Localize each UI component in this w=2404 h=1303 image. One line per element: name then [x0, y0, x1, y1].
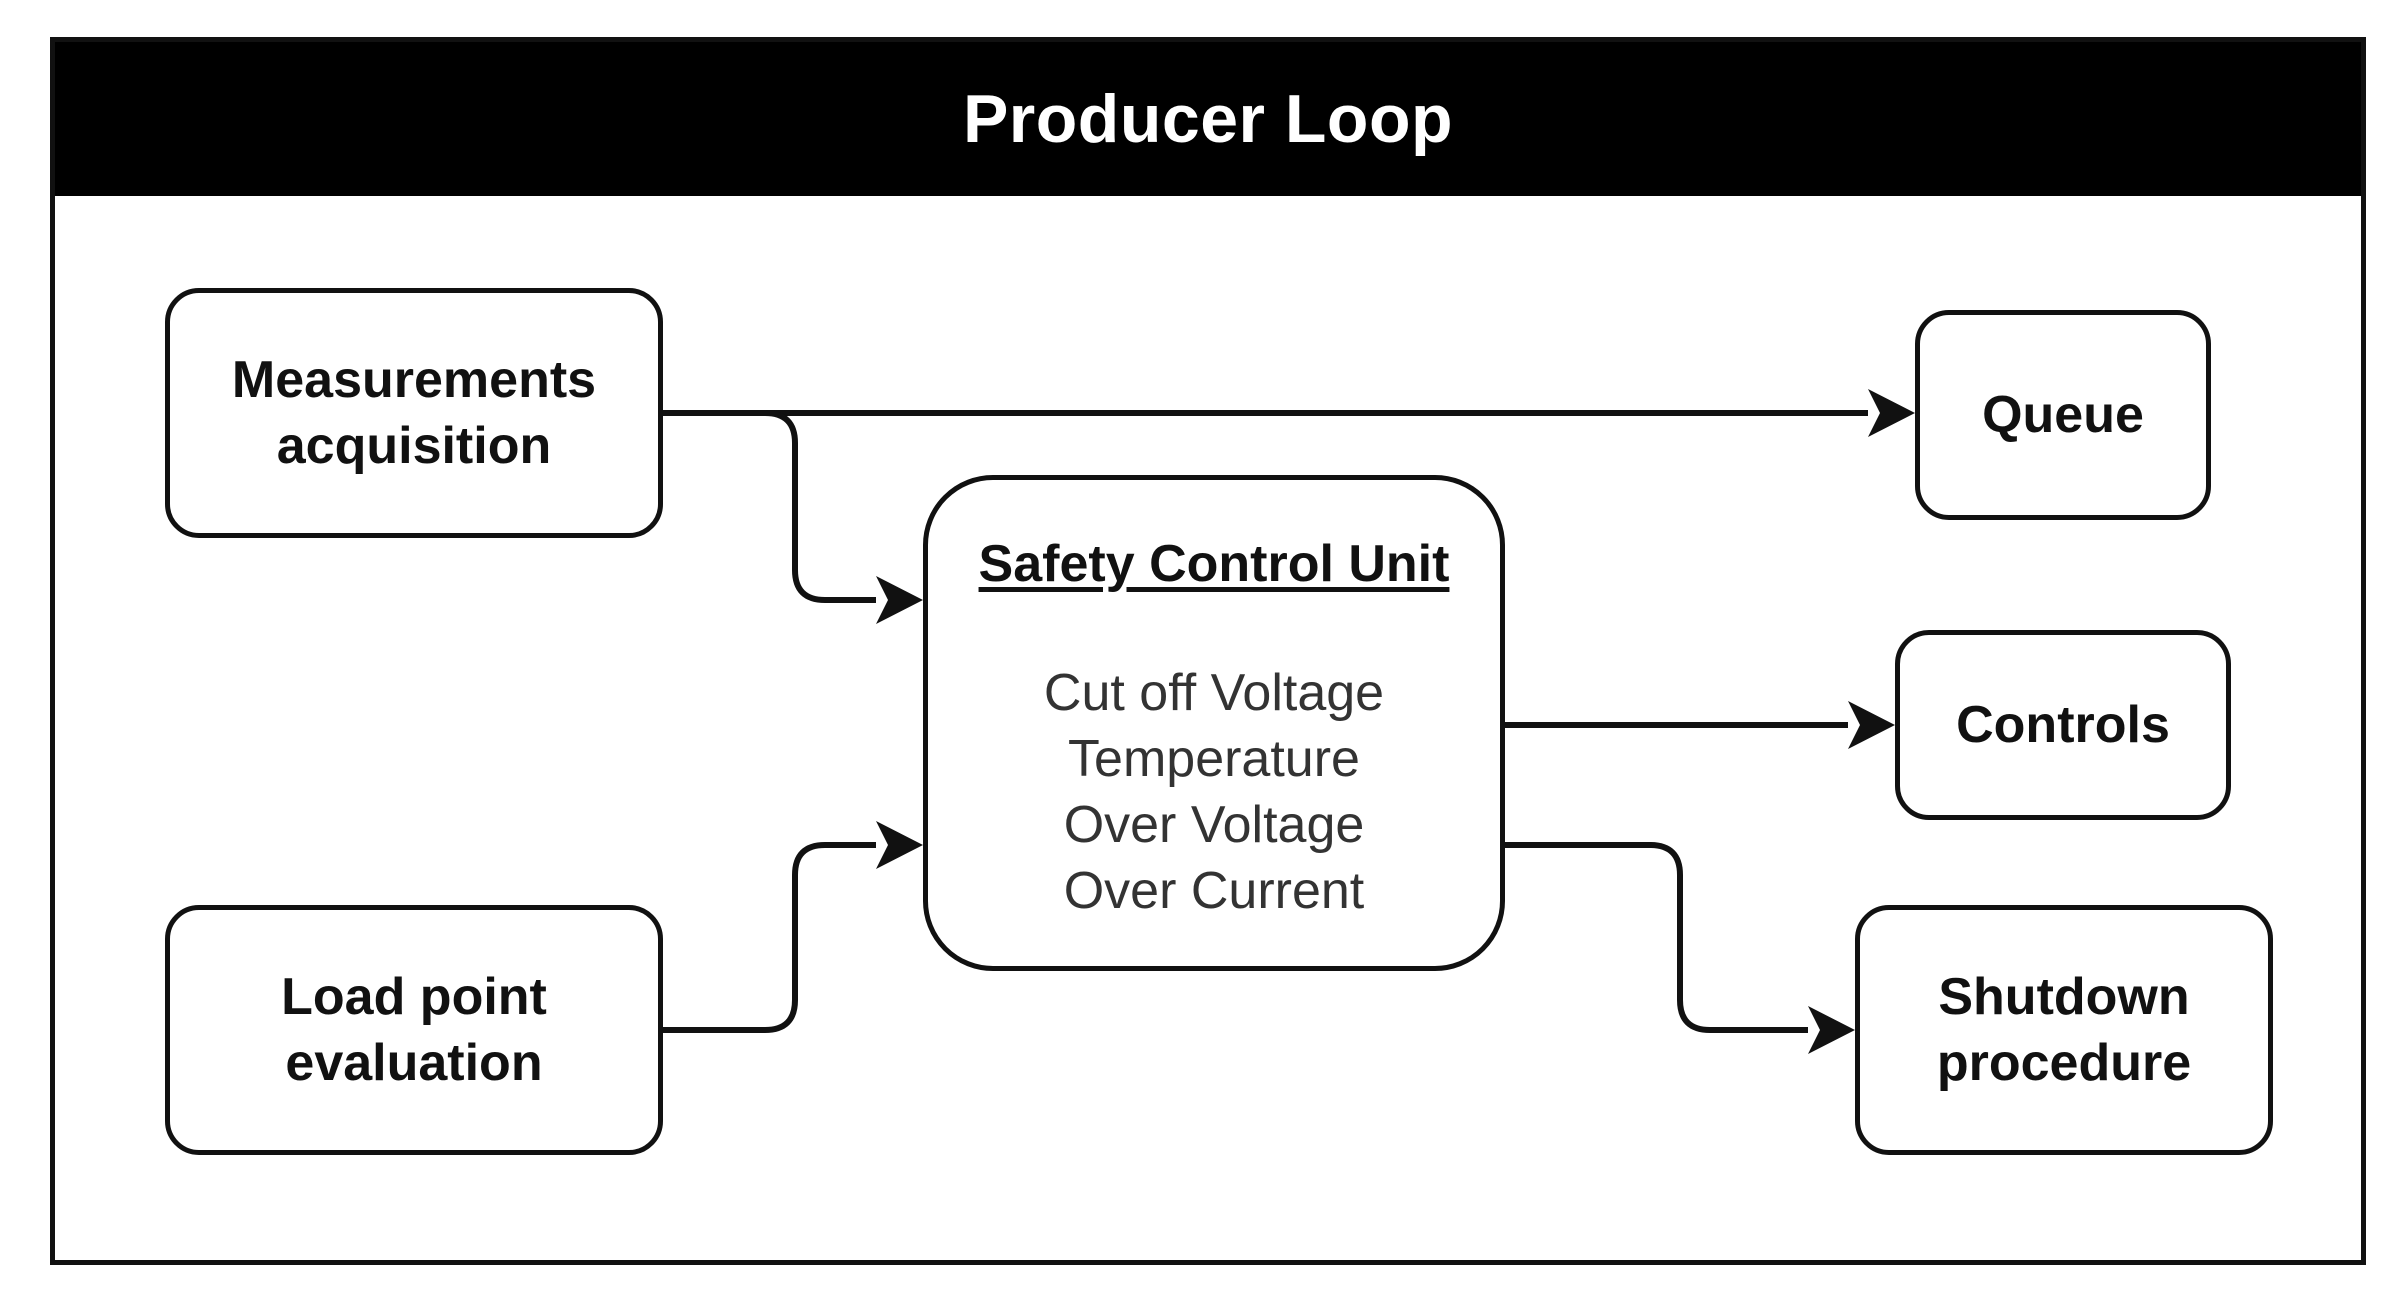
- node-safety-control-unit: Safety Control Unit Cut off Voltage Temp…: [923, 475, 1505, 971]
- node-measurements-acquisition: Measurements acquisition: [165, 288, 663, 538]
- load-point-label-line-1: Load point: [281, 968, 547, 1026]
- safety-item-over-voltage: Over Voltage: [1063, 796, 1365, 854]
- load-point-label-line-2: evaluation: [285, 1034, 543, 1092]
- safety-parameter-list: Cut off Voltage Temperature Over Voltage…: [1044, 660, 1384, 924]
- shutdown-label-line-2: procedure: [1936, 1034, 2192, 1092]
- diagram-title: Producer Loop: [962, 81, 1454, 157]
- safety-item-cut-off-voltage: Cut off Voltage: [1043, 664, 1385, 722]
- node-queue: Queue: [1915, 310, 2211, 520]
- node-shutdown-procedure: Shutdown procedure: [1855, 905, 2273, 1155]
- queue-label: Queue: [1982, 386, 2144, 444]
- node-controls: Controls: [1895, 630, 2231, 820]
- safety-control-unit-title: Safety Control Unit: [978, 535, 1450, 593]
- shutdown-label-line-1: Shutdown: [1938, 968, 2190, 1026]
- safety-item-temperature: Temperature: [1068, 730, 1360, 788]
- node-load-point-evaluation: Load point evaluation: [165, 905, 663, 1155]
- safety-item-over-current: Over Current: [1063, 862, 1365, 920]
- measurements-label-line-2: acquisition: [276, 417, 552, 475]
- title-bar: Producer Loop: [55, 42, 2361, 196]
- measurements-label-line-1: Measurements: [231, 351, 597, 409]
- controls-label: Controls: [1956, 696, 2170, 754]
